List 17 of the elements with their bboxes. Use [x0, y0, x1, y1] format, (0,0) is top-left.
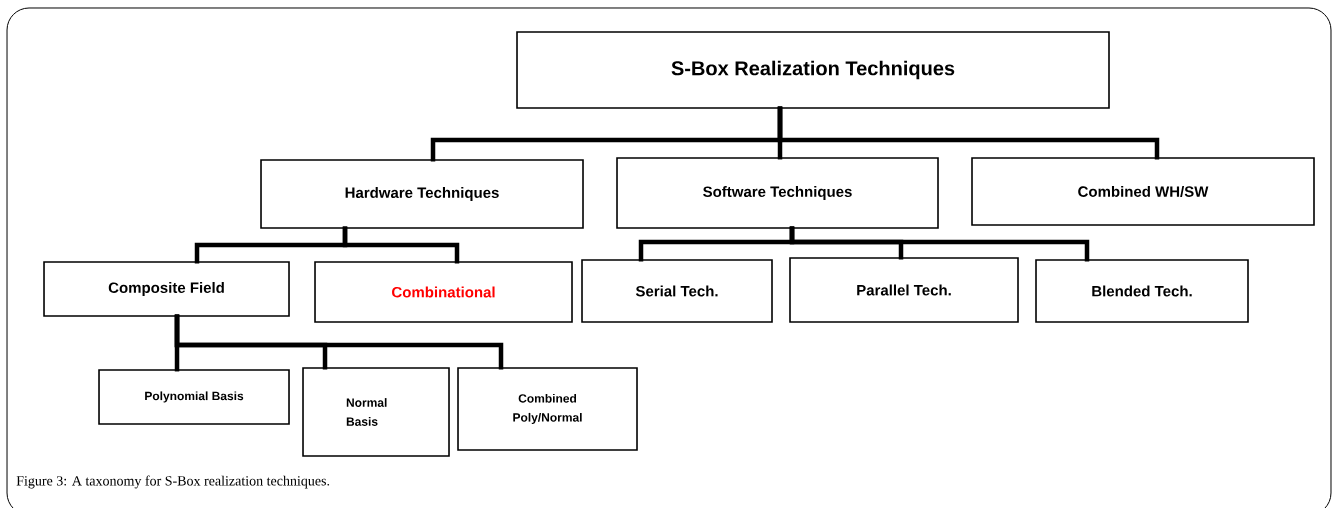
category-box: Combined WH/SW: [971, 157, 1315, 226]
category-box: Software Techniques: [616, 157, 939, 229]
category-box: Normal Basis: [302, 367, 450, 457]
category-box: Hardware Techniques: [260, 159, 584, 229]
connector-line: [174, 314, 504, 370]
category-box: Combinational: [314, 261, 573, 323]
connector-line: [342, 226, 460, 264]
category-box: Polynomial Basis: [98, 369, 290, 425]
connector-line: [789, 226, 1090, 262]
category-box: S-Box Realization Techniques: [516, 31, 1110, 109]
category-box: Parallel Tech.: [789, 257, 1019, 323]
category-box: Blended Tech.: [1035, 259, 1249, 323]
connector-line: [777, 106, 1160, 160]
caption: Figure 3: A taxonomy for S-Box realization techniques.: [16, 475, 330, 489]
category-box: Combined Poly/Normal: [457, 367, 638, 451]
category-box: Serial Tech.: [581, 259, 773, 323]
category-box: Composite Field: [43, 261, 290, 317]
